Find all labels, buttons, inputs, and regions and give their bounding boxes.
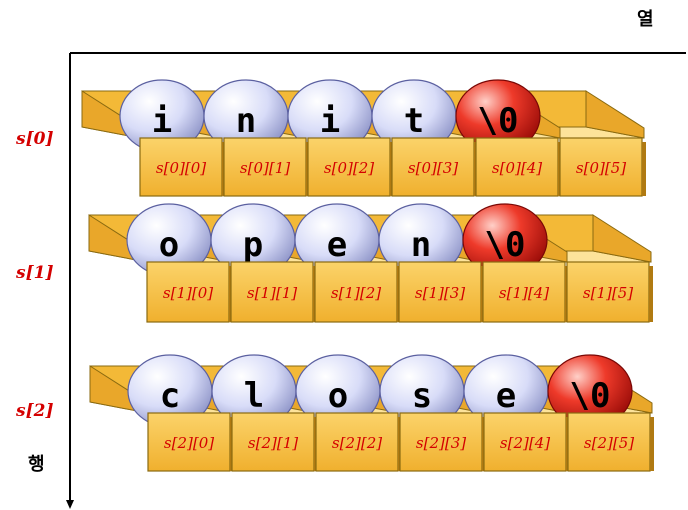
cell-index-label: s[1][2] bbox=[331, 284, 381, 302]
ball-char-label: t bbox=[404, 101, 424, 141]
ball-char-label: c bbox=[160, 376, 180, 416]
cell-index-label: s[1][3] bbox=[415, 284, 465, 302]
row-axis-label: 행 bbox=[28, 454, 45, 475]
cell-index-label: s[1][4] bbox=[499, 284, 549, 302]
cell-index-label: s[2][3] bbox=[416, 434, 466, 452]
ball-char-label: n bbox=[236, 101, 256, 141]
cell-index-label: s[1][0] bbox=[163, 284, 213, 302]
balls: i n i t \0 bbox=[119, 79, 541, 153]
ball-char-label: \0 bbox=[485, 225, 526, 265]
cell-index-label: s[0][4] bbox=[492, 159, 542, 177]
cell-index-label: s[1][1] bbox=[247, 284, 297, 302]
cell-index-label: s[0][3] bbox=[408, 159, 458, 177]
cell-box-front bbox=[399, 412, 483, 472]
cell-box-front bbox=[475, 137, 559, 197]
cell-index-label: s[2][5] bbox=[584, 434, 634, 452]
ball-char-label: l bbox=[244, 376, 264, 416]
box-fronts: s[2][0] s[2][1] s[2][2] s[2][3] s[2][4] s[2][… bbox=[147, 412, 654, 472]
cell-index-label: s[0][1] bbox=[240, 159, 290, 177]
cell-index-label: s[0][0] bbox=[156, 159, 206, 177]
row-axis-arrow bbox=[66, 500, 74, 509]
cell-box-front bbox=[307, 137, 391, 197]
cell-box-front bbox=[483, 412, 567, 472]
axes: 열 행 bbox=[28, 9, 686, 509]
ball-char-label: s bbox=[412, 376, 432, 416]
ball-char-label: n bbox=[411, 225, 431, 265]
row-group: s[1] o p e n \0 s[1][0] s[1][1] s[1][2] s[1][3]… bbox=[15, 203, 653, 323]
row-label: s[2] bbox=[15, 401, 54, 421]
cell-box-front bbox=[566, 261, 650, 323]
cell-box-front bbox=[147, 412, 231, 472]
column-axis-label: 열 bbox=[637, 9, 654, 30]
balls: c l o s e \0 bbox=[127, 354, 633, 428]
ball-char-label: i bbox=[320, 101, 340, 141]
ball-char-label: \0 bbox=[570, 376, 611, 416]
cell-box-front bbox=[315, 412, 399, 472]
ball-char-label: o bbox=[328, 376, 348, 416]
box-divider bbox=[585, 90, 645, 139]
cell-box-front bbox=[482, 261, 566, 323]
cell-box-front bbox=[230, 261, 314, 323]
cell-index-label: s[2][0] bbox=[164, 434, 214, 452]
cell-box-front bbox=[146, 261, 230, 323]
cell-box-front bbox=[314, 261, 398, 323]
cell-box-front bbox=[567, 412, 651, 472]
cell-box-shadow bbox=[642, 142, 646, 196]
box-divider bbox=[592, 214, 652, 263]
row-label: s[0] bbox=[15, 129, 54, 149]
ball-char-label: i bbox=[152, 101, 172, 141]
cell-index-label: s[0][2] bbox=[324, 159, 374, 177]
ball-char-label: o bbox=[159, 225, 179, 265]
box-fronts: s[1][0] s[1][1] s[1][2] s[1][3] s[1][4] s[1][… bbox=[146, 261, 653, 323]
cell-box-front bbox=[223, 137, 307, 197]
row-group: s[0] i n i t \0 s[0][0] s[0][1] s[0][2] s[0][3]… bbox=[15, 79, 646, 197]
cell-box-front bbox=[559, 137, 643, 197]
cell-index-label: s[2][1] bbox=[248, 434, 298, 452]
cell-index-label: s[2][4] bbox=[500, 434, 550, 452]
cell-index-label: s[1][5] bbox=[583, 284, 633, 302]
ball-char-label: p bbox=[243, 225, 263, 265]
cell-box-front bbox=[398, 261, 482, 323]
cell-index-label: s[2][2] bbox=[332, 434, 382, 452]
ball-char-label: \0 bbox=[478, 101, 519, 141]
box-fronts: s[0][0] s[0][1] s[0][2] s[0][3] s[0][4] s[0][… bbox=[139, 137, 646, 197]
row-group: s[2] c l o s e \0 s[2][0] s[2][1] s[2][2] s[2][3… bbox=[15, 354, 654, 472]
row-label: s[1] bbox=[15, 263, 54, 283]
cell-box-shadow bbox=[650, 417, 654, 471]
balls: o p e n \0 bbox=[126, 203, 548, 277]
ball-char-label: e bbox=[496, 376, 516, 416]
cell-index-label: s[0][5] bbox=[576, 159, 626, 177]
ball-char-label: e bbox=[327, 225, 347, 265]
cell-box-shadow bbox=[649, 266, 653, 322]
